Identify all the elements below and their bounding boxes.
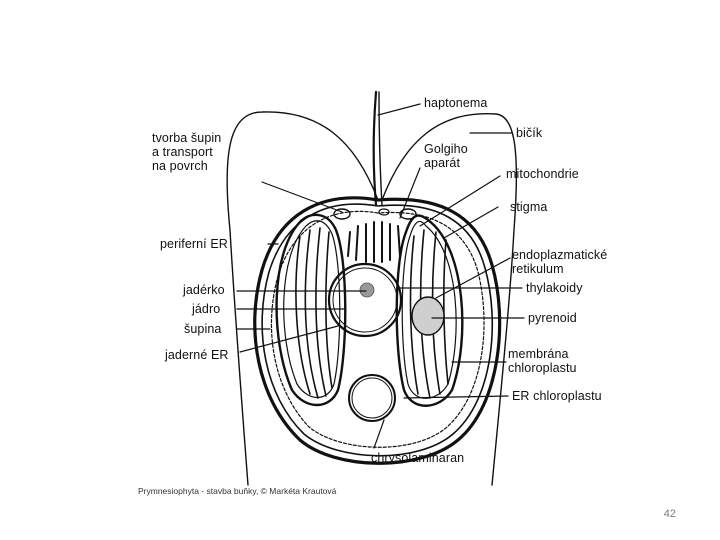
pyrenoid (411, 296, 445, 336)
label-membrana-chloroplastu: membrána chloroplastu (508, 347, 577, 375)
label-jaderne-er: jaderné ER (165, 348, 229, 362)
chrysolaminaran-vacuole (348, 374, 396, 422)
label-jaderko: jadérko (183, 283, 225, 297)
label-bicik: bičík (516, 126, 543, 140)
label-periferni-er: periferní ER (160, 237, 228, 251)
chloroplast-left (275, 213, 347, 407)
leader-lines (236, 103, 525, 449)
haptonema (372, 90, 383, 207)
label-thylakoidy: thylakoidy (526, 281, 583, 295)
label-chrysolaminaran: chrysolaminaran (371, 451, 465, 465)
label-haptonema: haptonema (424, 96, 488, 110)
image-caption: Prymnesiophyta - stavba buňky, © Markéta… (138, 486, 337, 496)
nucleus (327, 262, 403, 338)
label-supina: šupina (184, 322, 222, 336)
label-golgiho-aparat: Golgiho aparát (424, 142, 468, 170)
label-er-chloroplastu: ER chloroplastu (512, 389, 602, 403)
label-endoplazmaticke-retikulum: endoplazmatické retikulum (512, 248, 608, 276)
page-number: 42 (663, 508, 676, 520)
flagella (226, 111, 518, 486)
label-tvorba-supin: tvorba šupin a transport na povrch (152, 131, 222, 173)
label-mitochondrie: mitochondrie (506, 167, 579, 181)
golgi-apparatus (333, 208, 417, 263)
label-stigma: stigma (510, 200, 548, 214)
label-jadro: jádro (192, 302, 221, 316)
label-pyrenoid: pyrenoid (528, 311, 577, 325)
